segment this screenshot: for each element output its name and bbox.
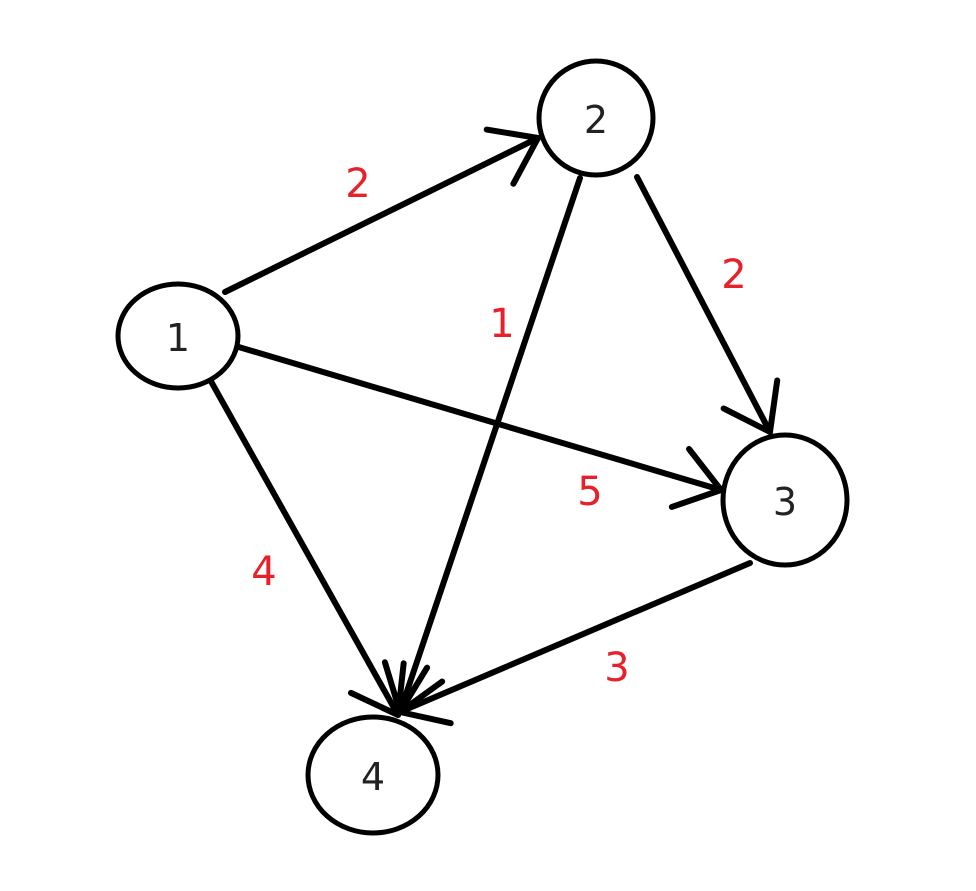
edge-line-2-4 bbox=[397, 175, 583, 715]
edge-weight-1-3: 5 bbox=[577, 469, 602, 515]
node-label: 3 bbox=[773, 480, 797, 524]
node-3: 3 bbox=[720, 432, 850, 568]
node-1: 1 bbox=[115, 281, 241, 391]
edge-2-3 bbox=[634, 174, 781, 435]
arrowhead-icon bbox=[483, 126, 541, 187]
nodes-layer: 1 2 3 4 bbox=[115, 58, 850, 836]
edge-weight-1-2: 2 bbox=[345, 161, 370, 207]
arrowhead-icon bbox=[397, 664, 454, 727]
arrowhead-icon bbox=[720, 377, 781, 435]
edge-2-4 bbox=[381, 175, 583, 715]
edges-layer bbox=[205, 126, 781, 727]
edge-1-2 bbox=[222, 126, 541, 295]
node-circle bbox=[536, 58, 656, 178]
edge-weight-3-4: 3 bbox=[604, 645, 629, 691]
node-4: 4 bbox=[305, 714, 441, 836]
edge-weight-2-3: 2 bbox=[721, 252, 746, 298]
node-2: 2 bbox=[536, 58, 656, 178]
node-label: 4 bbox=[361, 755, 385, 799]
edge-1-4 bbox=[205, 373, 407, 718]
node-label: 1 bbox=[166, 316, 190, 360]
edge-3-4 bbox=[397, 560, 753, 727]
edge-line-3-4 bbox=[397, 560, 753, 715]
arrowhead-icon bbox=[668, 446, 724, 510]
edge-weight-1-4: 4 bbox=[251, 549, 276, 595]
edge-line-2-3 bbox=[634, 174, 773, 435]
weights-layer: 2 5 4 2 1 3 bbox=[251, 161, 746, 691]
edge-line-1-4 bbox=[205, 373, 401, 718]
edge-line-1-3 bbox=[229, 342, 724, 493]
node-circle bbox=[720, 432, 850, 568]
node-label: 2 bbox=[584, 98, 608, 142]
arrowhead-icon bbox=[347, 660, 407, 718]
edge-1-3 bbox=[229, 342, 724, 510]
node-circle bbox=[115, 281, 241, 391]
node-circle bbox=[305, 714, 441, 836]
edge-weight-2-4: 1 bbox=[489, 301, 514, 347]
edge-line-1-2 bbox=[222, 135, 541, 295]
